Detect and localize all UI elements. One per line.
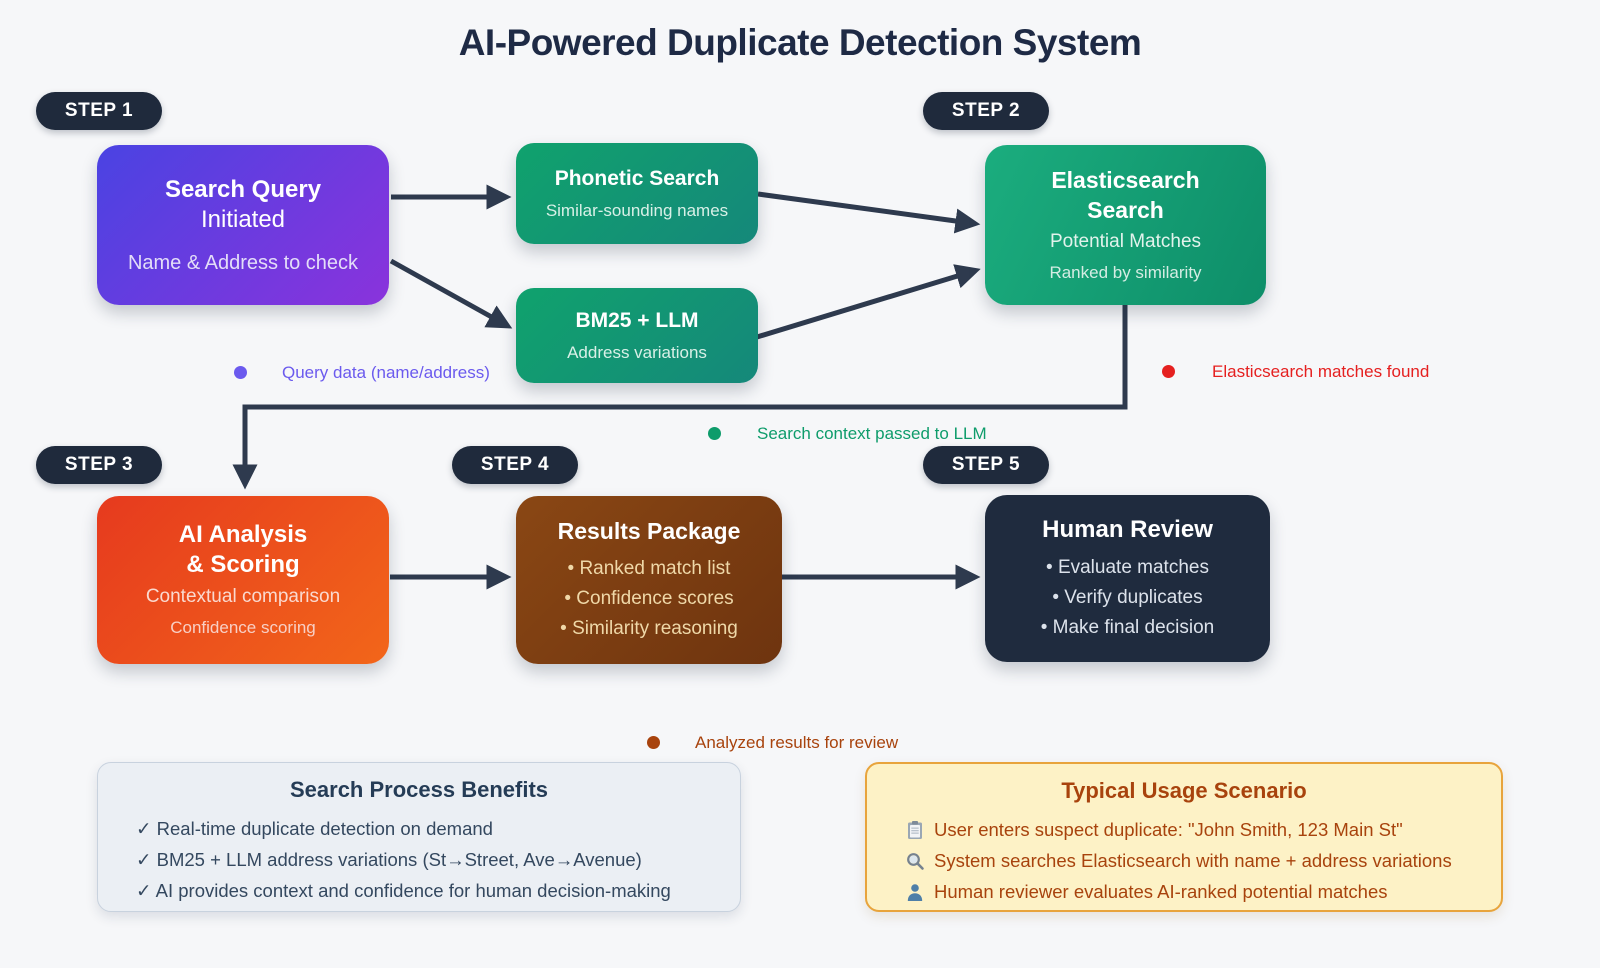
elasticsearch-title-line2: Search [1087,197,1164,223]
clipboard-icon [905,820,925,840]
phonetic-search-node: Phonetic Search Similar-sounding names [516,143,758,244]
bm25-title: BM25 + LLM [575,308,699,332]
page-title: AI-Powered Duplicate Detection System [458,22,1142,63]
arrow-bm25-to-elasticsearch [756,264,981,340]
green-dot-icon [708,427,721,440]
arrow-phonetic-to-elasticsearch [757,191,981,234]
purple-dot-icon [234,366,247,379]
bm25-subtitle: Address variations [567,342,707,362]
search-query-subtitle: Initiated [200,206,286,233]
search-query-detail: Name & Address to check [127,252,359,274]
ai-analysis-node: AI Analysis & Scoring Contextual compari… [97,496,389,664]
benefit-item-2: ✓ BM25 + LLM address variations (St→Stre… [136,849,642,870]
red-dot-icon [1162,365,1175,378]
benefits-title: Search Process Benefits [289,777,549,802]
scenario-item-3-text: Human reviewer evaluates AI-ranked poten… [934,881,1388,902]
human-review-title: Human Review [1042,515,1213,543]
scenario-item-1: User enters suspect duplicate: "John Smi… [905,814,1501,845]
elasticsearch-subtitle: Potential Matches [1049,231,1202,252]
results-title: Results Package [557,518,741,544]
human-review-bullet-1: • Evaluate matches [1046,556,1209,578]
ai-subtitle: Contextual comparison [145,586,341,607]
step-5-badge: STEP 5 [923,446,1049,484]
person-icon [905,882,925,902]
elasticsearch-detail: Ranked by similarity [1049,263,1202,282]
search-query-node: Search Query Initiated Name & Address to… [97,145,389,305]
results-bullet-1: • Ranked match list [567,558,731,579]
scenario-item-3: Human reviewer evaluates AI-ranked poten… [905,876,1501,907]
scenario-title: Typical Usage Scenario [1061,778,1307,803]
magnifier-icon [905,851,925,871]
legend-analyzed-results: Analyzed results for review [695,733,899,752]
step-1-badge: STEP 1 [36,92,162,130]
elasticsearch-node: Elasticsearch Search Potential Matches R… [985,145,1266,305]
results-bullet-2: • Confidence scores [564,588,734,609]
benefit-item-3: ✓ AI provides context and confidence for… [136,880,671,901]
bm25-llm-node: BM25 + LLM Address variations [516,288,758,383]
legend-elasticsearch-matches: Elasticsearch matches found [1212,362,1430,381]
ai-title-line2: & Scoring [186,551,300,578]
arrow-query-to-bm25 [389,258,513,329]
elasticsearch-title-line1: Elasticsearch [1051,167,1200,193]
scenario-item-2: System searches Elasticsearch with name … [905,845,1501,876]
human-review-node: Human Review • Evaluate matches • Verify… [985,495,1270,662]
step-3-badge: STEP 3 [36,446,162,484]
scenario-item-2-text: System searches Elasticsearch with name … [934,850,1452,871]
ai-title-line1: AI Analysis [178,521,308,548]
step-2-badge: STEP 2 [923,92,1049,130]
legend-query-data: Query data (name/address) [282,363,490,382]
step-4-badge: STEP 4 [452,446,578,484]
ai-detail: Confidence scoring [170,618,316,637]
phonetic-title: Phonetic Search [554,166,720,190]
scenario-panel: Typical Usage Scenario User enters suspe… [865,762,1503,912]
scenario-item-1-text: User enters suspect duplicate: "John Smi… [934,819,1403,840]
human-review-bullet-2: • Verify duplicates [1052,586,1203,608]
results-package-node: Results Package • Ranked match list • Co… [516,496,782,664]
search-query-title: Search Query [164,176,322,203]
results-bullet-3: • Similarity reasoning [560,618,738,639]
legend-search-context: Search context passed to LLM [757,424,987,443]
benefits-panel: Search Process Benefits ✓ Real-time dupl… [97,762,741,912]
brown-dot-icon [647,736,660,749]
benefit-item-1: ✓ Real-time duplicate detection on deman… [136,818,493,839]
phonetic-subtitle: Similar-sounding names [545,200,729,220]
human-review-bullet-3: • Make final decision [1040,616,1215,638]
